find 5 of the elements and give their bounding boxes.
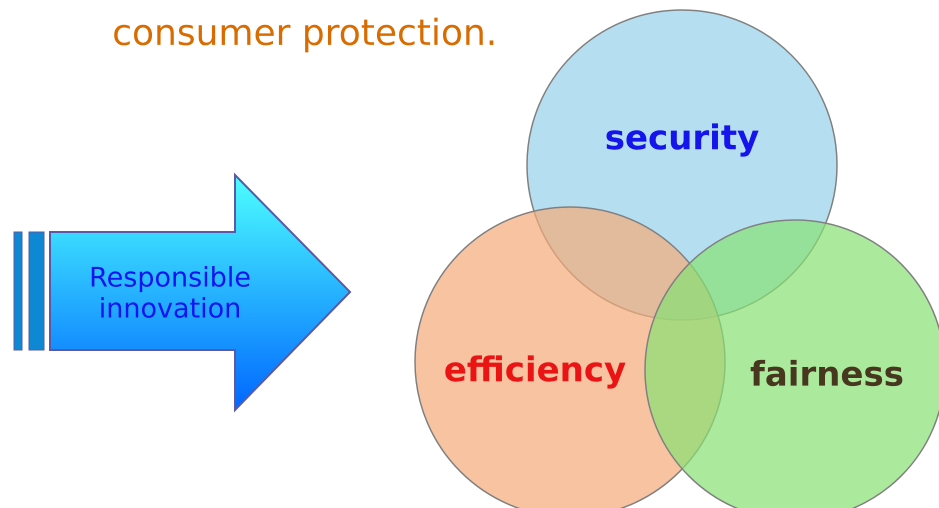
circle-label: efficiency (445, 355, 626, 389)
circle-label: fairness (750, 360, 902, 386)
circle (644, 219, 939, 508)
circle-label: security (606, 123, 759, 157)
title: consumer protection. (114, 18, 494, 52)
